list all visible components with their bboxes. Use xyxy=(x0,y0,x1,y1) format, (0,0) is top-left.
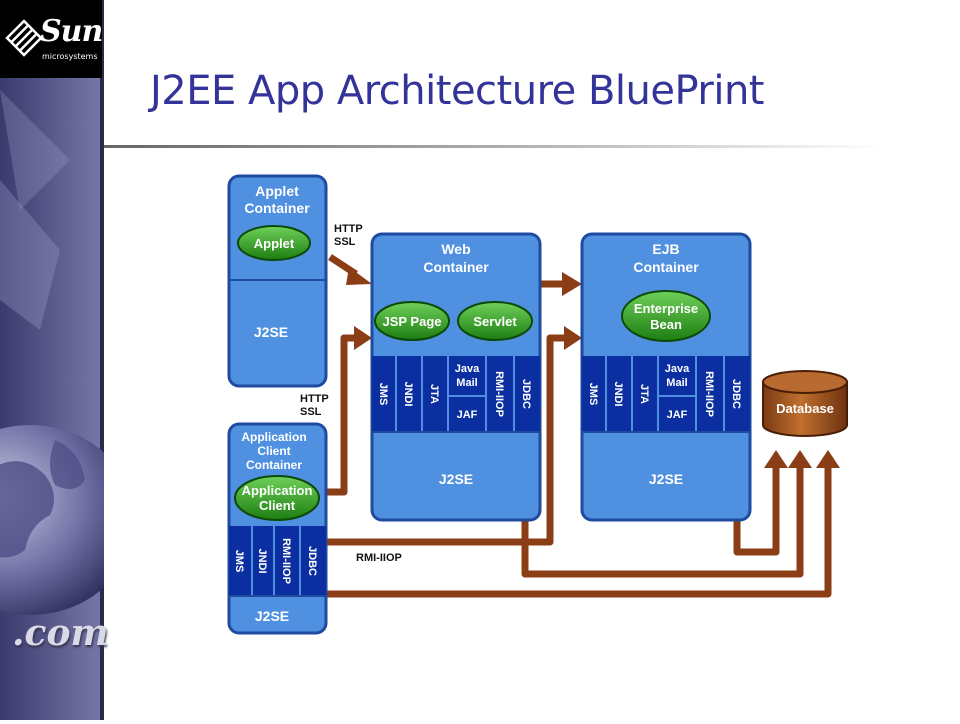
api-jndi: JNDI xyxy=(256,548,268,573)
arrowhead xyxy=(816,450,840,468)
database-label: Database xyxy=(776,401,834,416)
architecture-diagram: Applet Container Applet J2SE Web Contain… xyxy=(227,174,848,635)
title-underline xyxy=(104,145,884,148)
api-jndi: JNDI xyxy=(612,381,624,406)
sun-logo: Sun microsystems xyxy=(0,0,103,78)
api-jdbc: JDBC xyxy=(520,379,532,409)
protocol-http: HTTP xyxy=(334,223,363,235)
api-jdbc: JDBC xyxy=(306,546,318,576)
arrowhead xyxy=(346,267,372,285)
api-jms: JMS xyxy=(233,550,245,573)
arrow-heads xyxy=(346,267,840,468)
app-client-platform: J2SE xyxy=(255,608,289,624)
api-java-mail: Mail xyxy=(456,377,477,389)
api-jaf: JAF xyxy=(667,409,688,421)
arrow-appclient-to-ejb xyxy=(326,334,566,546)
application-client-container: Application Client Container Application… xyxy=(227,422,328,635)
applet-component-label: Applet xyxy=(254,236,295,251)
web-container-title: Container xyxy=(423,259,489,275)
api-jdbc: JDBC xyxy=(730,379,742,409)
ejb-container: EJB Container Enterprise Bean JMS JNDI J… xyxy=(580,232,752,522)
api-rmi-iiop: RMI-IIOP xyxy=(493,371,505,417)
logo-text: Sun xyxy=(40,14,103,49)
globe-background xyxy=(0,0,135,720)
enterprise-bean-label: Bean xyxy=(650,317,682,332)
ejb-api-bar xyxy=(582,356,750,432)
jsp-page-component xyxy=(374,301,450,341)
web-api-bar xyxy=(372,356,540,432)
api-rmi-iiop: RMI-IIOP xyxy=(280,538,292,584)
applet-container: Applet Container Applet J2SE xyxy=(227,174,328,388)
arrowhead xyxy=(788,450,812,468)
app-client-container-title: Container xyxy=(246,458,302,472)
sun-diamond-icon xyxy=(5,19,43,57)
api-jta: JTA xyxy=(428,384,440,404)
arrow-appclient-jdbc-to-db xyxy=(326,468,832,598)
applet-platform: J2SE xyxy=(254,324,288,340)
arrowhead xyxy=(562,272,582,296)
servlet-label: Servlet xyxy=(473,314,517,329)
protocol-ssl: SSL xyxy=(334,236,356,248)
arrowhead xyxy=(564,326,582,350)
api-jta: JTA xyxy=(638,384,650,404)
applet-component xyxy=(237,225,311,261)
application-client-label: Client xyxy=(259,498,296,513)
logo-subtext: microsystems xyxy=(42,52,98,61)
api-jaf: JAF xyxy=(457,409,478,421)
app-client-api-bar xyxy=(229,526,326,596)
protocol-rmi-iiop: RMI-IIOP xyxy=(356,552,402,564)
sidebar-decoration: Sun microsystems .com xyxy=(0,0,135,720)
arrow-appclient-to-web xyxy=(326,334,356,496)
arrowhead xyxy=(354,326,372,350)
ejb-container-title: EJB xyxy=(652,241,679,257)
arrowhead xyxy=(764,450,788,468)
enterprise-bean-label: Enterprise xyxy=(634,301,698,316)
api-jms: JMS xyxy=(587,383,599,406)
api-java-mail: Java xyxy=(665,363,690,375)
ejb-platform: J2SE xyxy=(649,471,683,487)
protocol-http: HTTP xyxy=(300,393,329,405)
web-platform: J2SE xyxy=(439,471,473,487)
enterprise-bean-component xyxy=(621,290,711,342)
api-rmi-iiop: RMI-IIOP xyxy=(703,371,715,417)
web-container-title: Web xyxy=(441,241,470,257)
api-jndi: JNDI xyxy=(402,381,414,406)
protocol-ssl: SSL xyxy=(300,406,322,418)
app-client-container-title: Client xyxy=(257,444,290,458)
servlet-component xyxy=(457,301,533,341)
web-container: Web Container JSP Page Servlet JMS JNDI … xyxy=(370,232,542,522)
dotcom-text: .com xyxy=(12,612,109,654)
api-java-mail: Java xyxy=(455,363,480,375)
api-jms: JMS xyxy=(377,383,389,406)
database-cylinder: Database xyxy=(762,370,848,437)
applet-container-title: Applet xyxy=(255,183,299,199)
application-client-component xyxy=(234,475,320,521)
api-java-mail: Mail xyxy=(666,377,687,389)
application-client-label: Application xyxy=(242,483,313,498)
ejb-container-title: Container xyxy=(633,259,699,275)
slide-title: J2EE App Architecture BluePrint xyxy=(150,68,765,114)
app-client-container-title: Application xyxy=(241,430,306,444)
applet-container-title: Container xyxy=(244,200,310,216)
protocol-labels: HTTP SSL HTTP SSL RMI-IIOP xyxy=(300,223,402,564)
jsp-page-label: JSP Page xyxy=(382,314,441,329)
